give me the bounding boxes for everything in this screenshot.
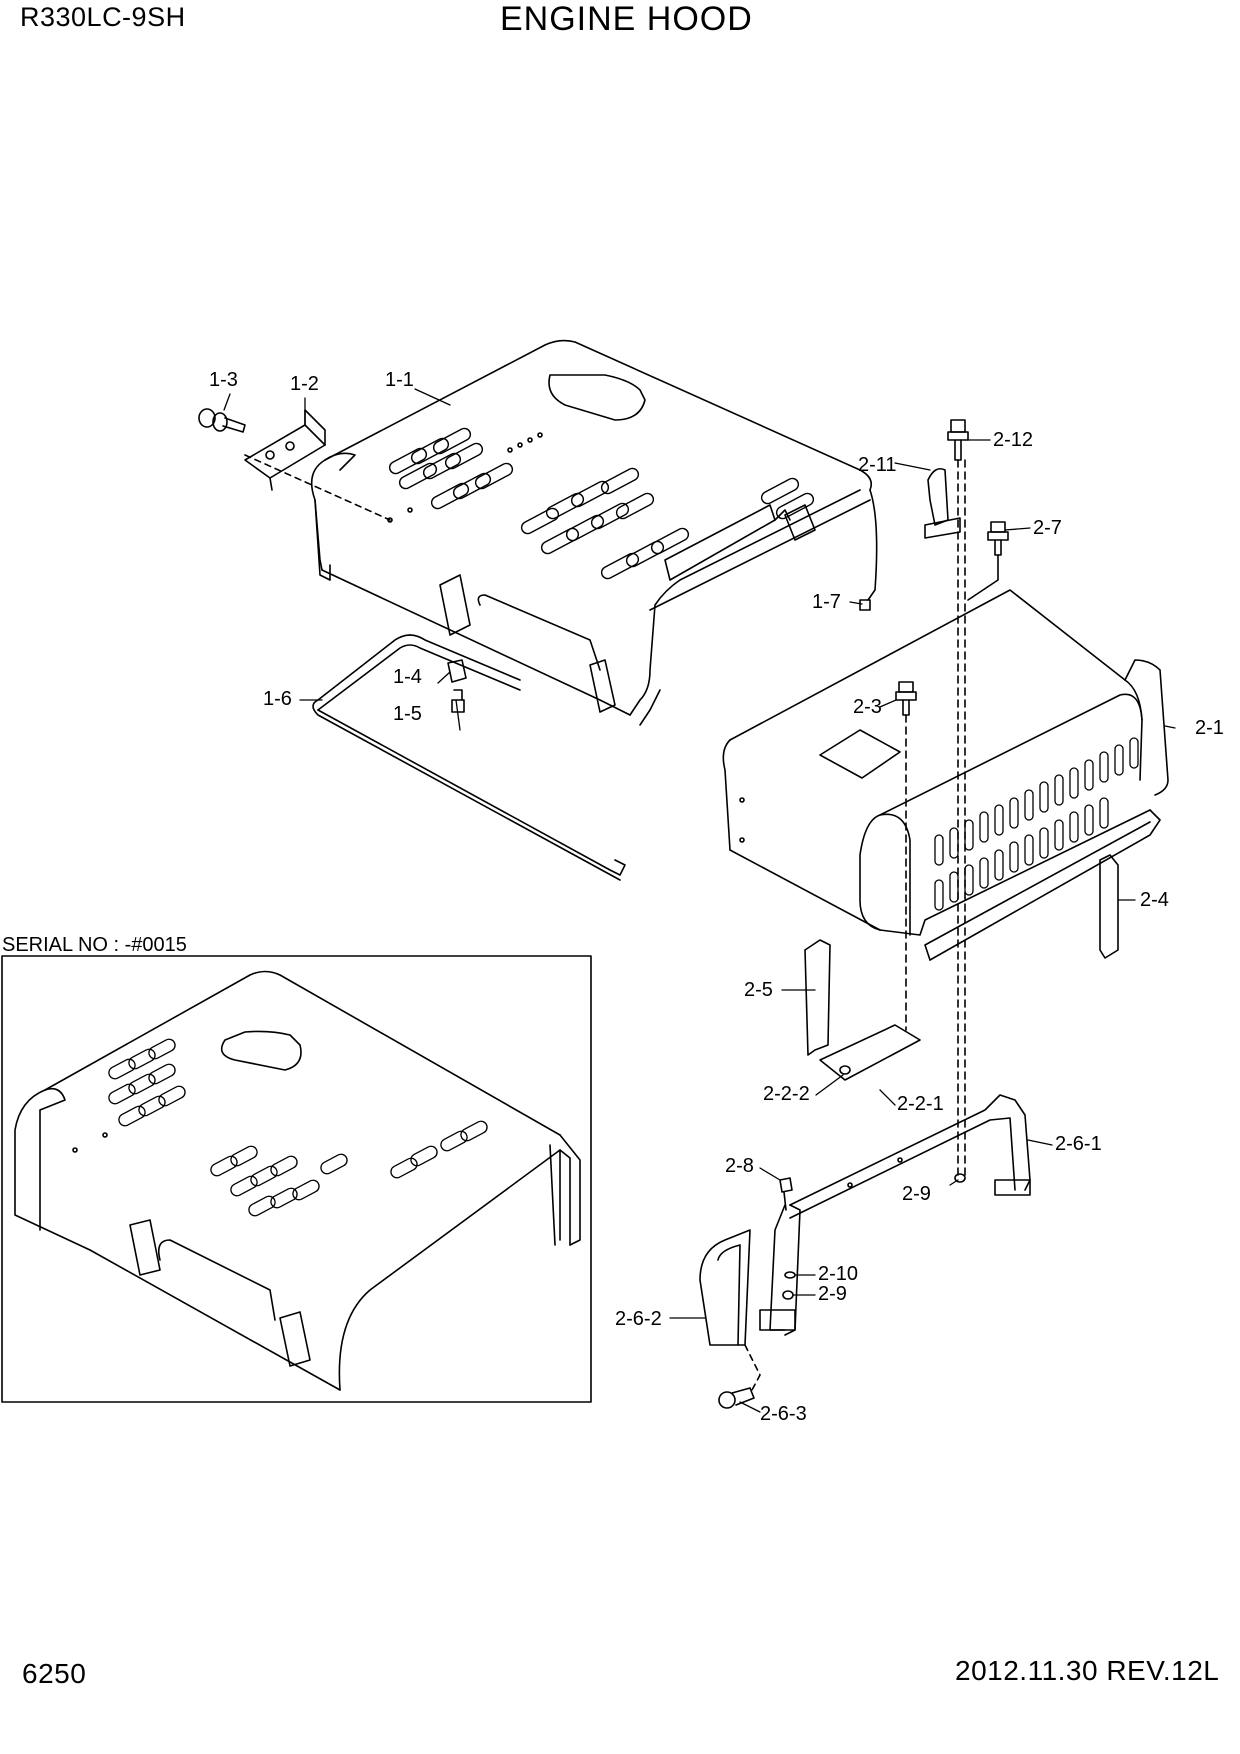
stopper-1-4 <box>447 659 467 683</box>
bolt-2-12 <box>947 419 969 461</box>
cover-plate-2-2-1 <box>819 1024 921 1081</box>
revision-date: 2012.11.30 REV.12L <box>955 1655 1220 1686</box>
seal-strip-1-6 <box>312 634 626 881</box>
callout-label: 2-3 <box>853 696 882 718</box>
page-title: ENGINE HOOD <box>500 0 753 38</box>
support-frame-2-6-1 <box>789 1094 1031 1219</box>
callout-label: 2-8 <box>725 1155 754 1177</box>
engine-hood-cover-1-1 <box>310 339 878 726</box>
serial-number-note: SERIAL NO : -#0015 <box>2 934 187 956</box>
bolt-1-5 <box>451 689 465 713</box>
serial-inset-frame <box>1 955 592 1403</box>
callout-label: 2-9 <box>818 1283 847 1305</box>
callout-label: 2-6-3 <box>760 1403 807 1425</box>
callout-label: 2-6-2 <box>615 1308 662 1330</box>
bolt-2-3 <box>895 681 917 716</box>
callout-label: 2-4 <box>1140 889 1169 911</box>
callout-label: 1-1 <box>385 369 414 391</box>
guard-plate-2-4 <box>1099 854 1119 959</box>
callout-label: 2-11 <box>858 454 897 476</box>
hinge-1-2 <box>244 409 326 491</box>
callout-label: 2-2-1 <box>897 1093 944 1115</box>
bolt-2-7 <box>987 521 1009 556</box>
callout-label: 2-7 <box>1033 517 1062 539</box>
leader-dashed-1 <box>244 454 391 521</box>
bolt-1-3 <box>198 408 246 433</box>
callout-label: 1-2 <box>290 373 319 395</box>
callout-label: 2-2-2 <box>763 1083 810 1105</box>
leader-lines <box>223 388 1176 1413</box>
leader-dashed-5 <box>744 1344 761 1391</box>
callout-label: 1-4 <box>393 666 422 688</box>
callout-label: 2-5 <box>744 979 773 1001</box>
inset-engine-hood <box>14 970 581 1391</box>
callout-label: 1-5 <box>393 703 422 725</box>
nut-2-9-lower <box>782 1290 794 1300</box>
engine-hood-cover-2-1 <box>722 589 1169 961</box>
callout-label: 1-6 <box>263 688 292 710</box>
bolt-2-6-3 <box>718 1387 755 1409</box>
latch-2-11 <box>924 467 961 539</box>
washer-2-10 <box>784 1271 796 1279</box>
bolt-2-8 <box>779 1177 793 1211</box>
plate-1-7 <box>859 599 871 611</box>
callout-label: 2-6-1 <box>1055 1133 1102 1155</box>
callout-label: 1-3 <box>209 369 238 391</box>
support-bracket-2-6-2 <box>699 1204 801 1346</box>
model-code: R330LC-9SH <box>20 2 186 32</box>
guard-plate-2-5 <box>804 939 831 1056</box>
callout-label: 2-12 <box>993 429 1033 451</box>
callout-label: 1-7 <box>812 591 841 613</box>
callout-label: 2-1 <box>1195 717 1224 739</box>
nut-2-9-upper <box>954 1173 966 1183</box>
callout-label: 2-9 <box>902 1183 931 1205</box>
bolt-2-2-2 <box>839 1065 851 1075</box>
callout-label: 2-10 <box>818 1263 858 1285</box>
leader-2-7 <box>967 554 999 601</box>
callout-labels: 1-3 1-2 1-1 1-4 1-5 1-6 1-7 2-1 2-2-1 2-… <box>209 369 1224 1425</box>
page-number: 6250 <box>22 1658 87 1689</box>
